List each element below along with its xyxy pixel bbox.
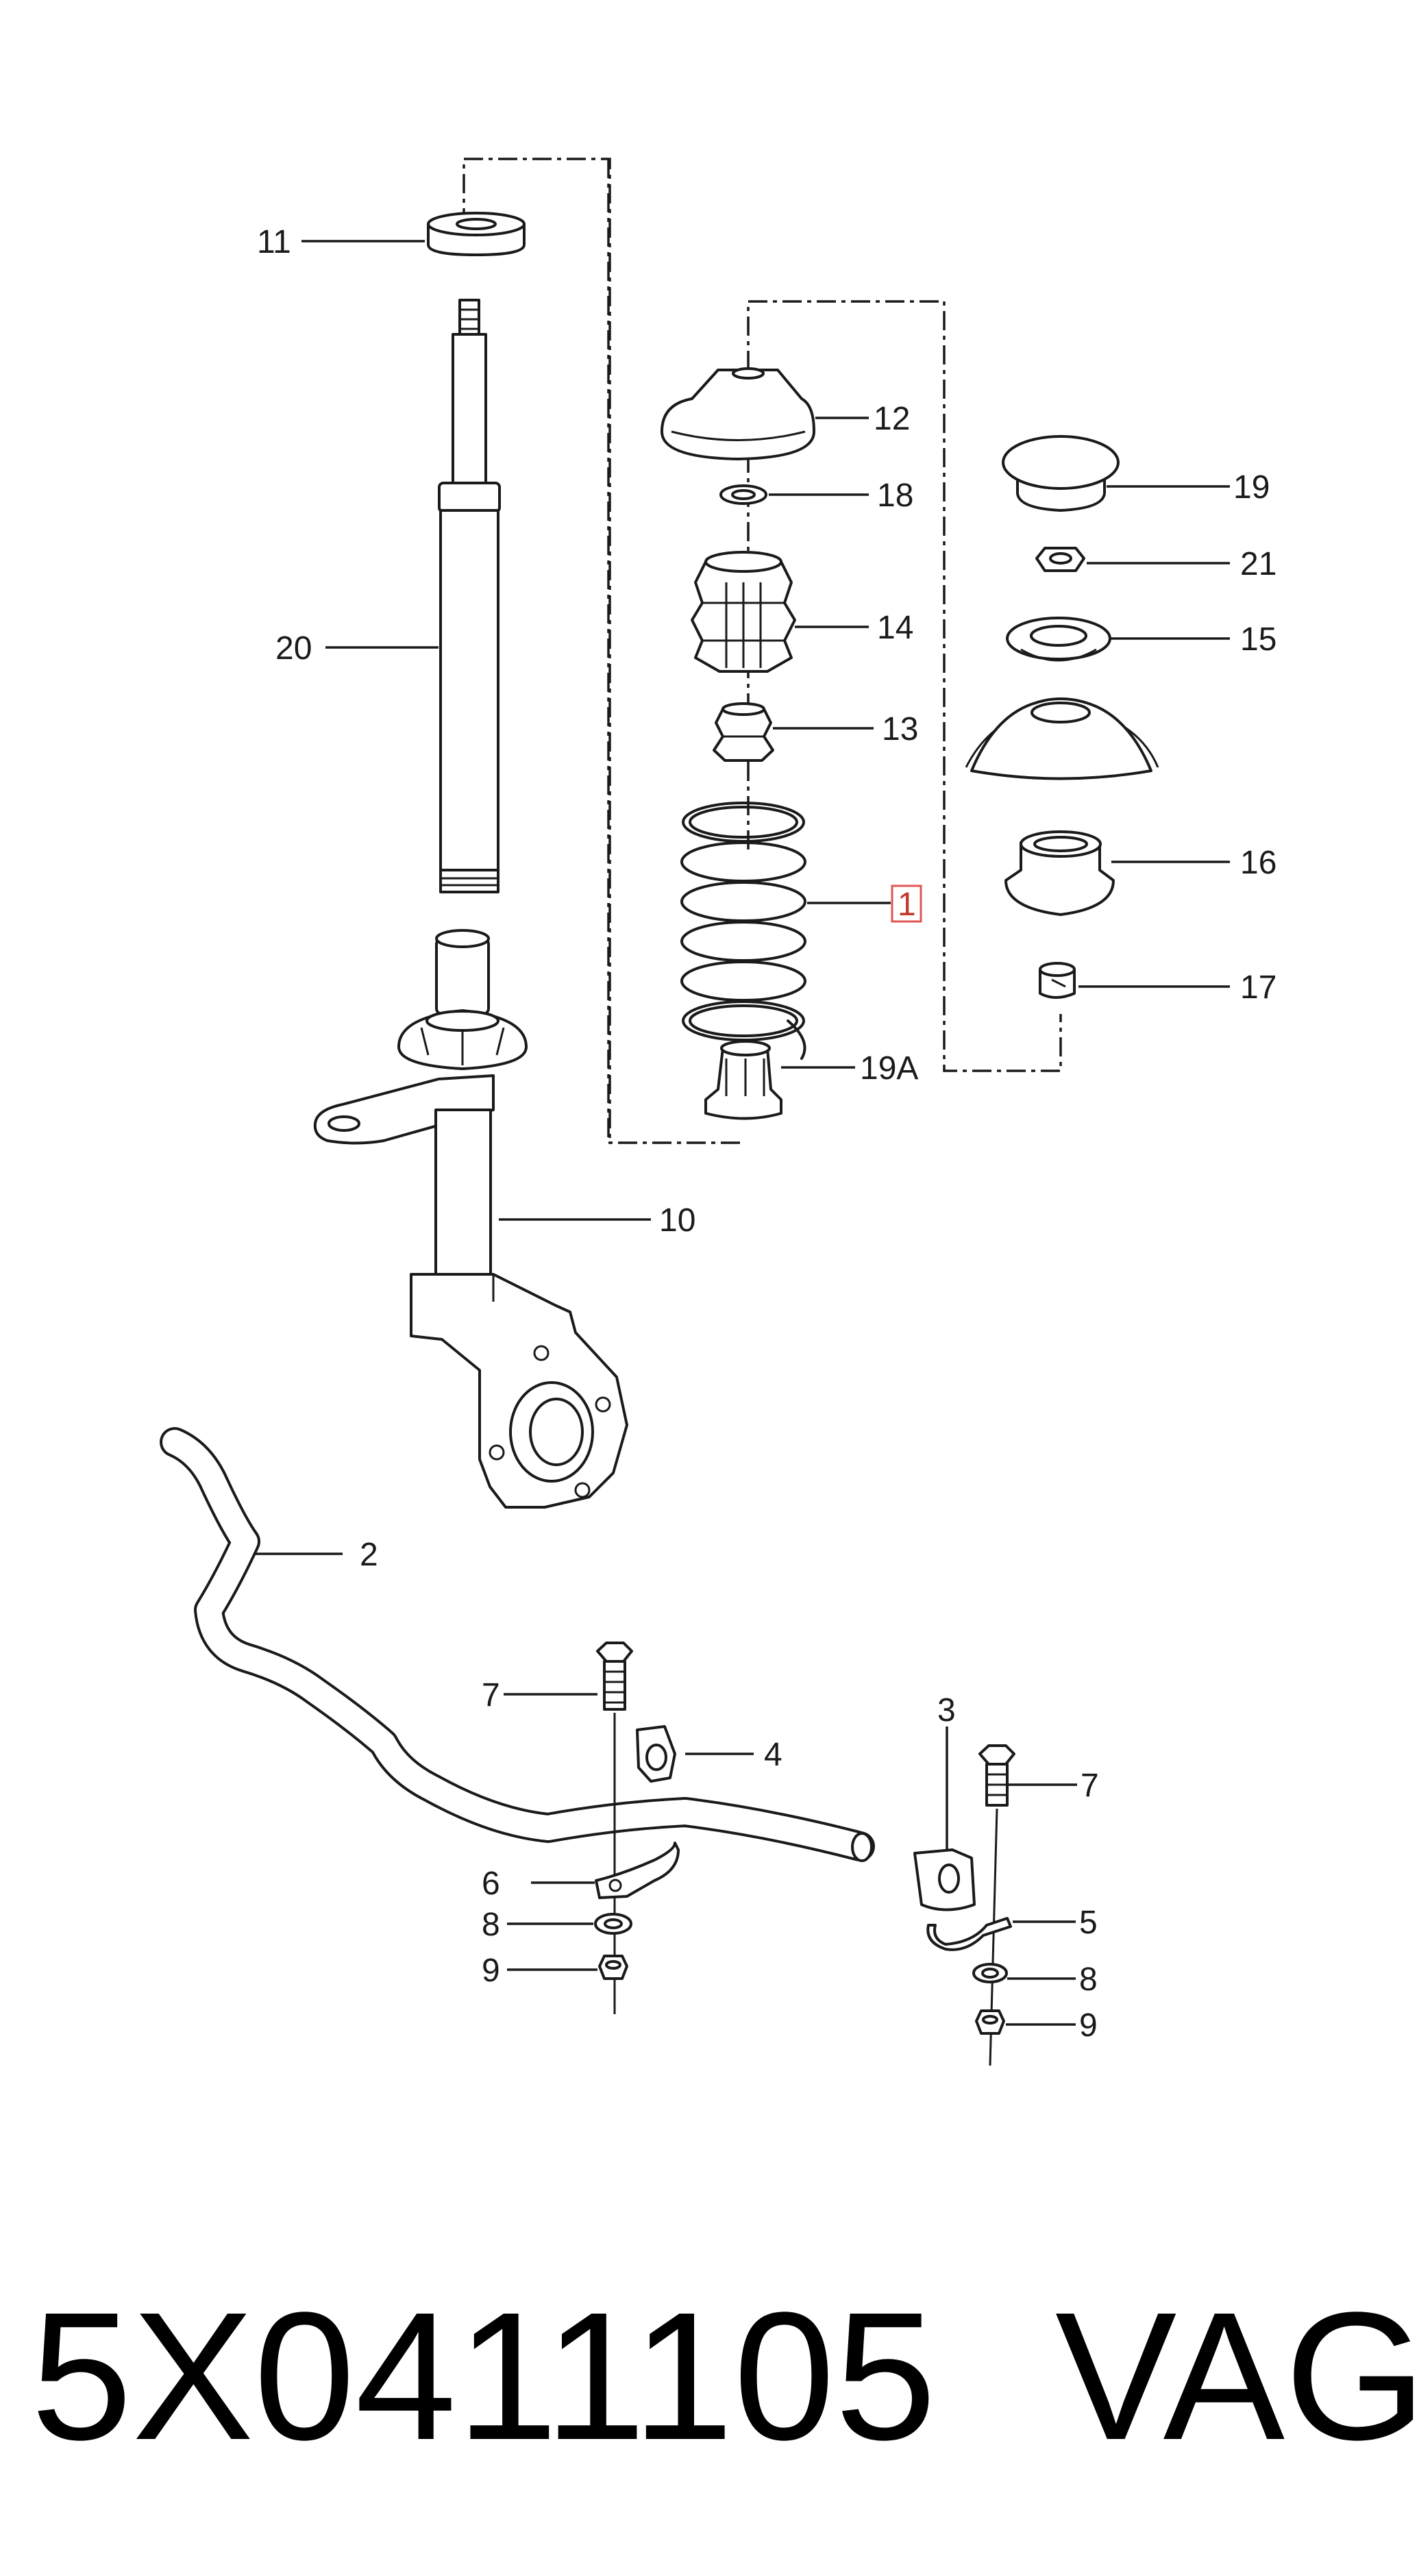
- part-19-cap: [1002, 435, 1120, 512]
- callout-18: 18: [877, 478, 913, 514]
- part-18-washer: [719, 484, 767, 505]
- callout-19: 19: [1233, 469, 1270, 506]
- callout-6: 6: [482, 1866, 500, 1902]
- part-21-nut: [1035, 547, 1085, 572]
- part-13-small-bump-stop: [713, 702, 774, 762]
- right-clamp-group: [913, 1744, 1015, 2066]
- part-12-strut-mount: [661, 367, 815, 460]
- part-14-bump-stop: [691, 551, 796, 673]
- callout-5: 5: [1079, 1905, 1098, 1941]
- part-number: 5X0411105: [31, 2275, 936, 2478]
- callout-2: 2: [360, 1537, 378, 1573]
- callout-7-right: 7: [1081, 1768, 1099, 1804]
- callout-19a: 19A: [860, 1050, 918, 1087]
- part-11-washer: [427, 212, 526, 256]
- callout-12: 12: [874, 401, 910, 437]
- part-16-mount-bearing: [965, 697, 1159, 916]
- part-17-bushing: [1039, 962, 1076, 999]
- callout-4: 4: [764, 1737, 782, 1773]
- part-15-washer: [1006, 617, 1111, 662]
- callout-9-right: 9: [1079, 2007, 1098, 2044]
- left-clamp-group: [594, 1642, 680, 2014]
- part-10-strut-knuckle: [313, 929, 628, 1509]
- leader-lines: [254, 240, 1230, 2026]
- callout-21: 21: [1240, 546, 1276, 582]
- callout-17: 17: [1240, 969, 1276, 1006]
- callout-7-left: 7: [482, 1677, 500, 1713]
- footer: 5X0411105 VAG: [31, 2275, 1419, 2478]
- callout-9-left: 9: [482, 1953, 500, 1989]
- callout-13: 13: [882, 711, 918, 747]
- callout-20: 20: [275, 630, 312, 667]
- part-2-stabilizer-bar: [160, 1427, 875, 1862]
- callout-1: 1: [898, 887, 916, 923]
- callout-14: 14: [877, 610, 913, 646]
- callout-8-left: 8: [482, 1907, 500, 1943]
- callout-3: 3: [937, 1692, 956, 1729]
- callout-1-highlight-box: [891, 884, 922, 923]
- brand-name: VAG: [1055, 2275, 1419, 2478]
- callout-11: 11: [257, 224, 291, 260]
- part-19a-spring-seat: [704, 1040, 782, 1120]
- callout-8-right: 8: [1079, 1961, 1098, 1998]
- callout-15: 15: [1240, 621, 1276, 658]
- part-20-shock-absorber: [438, 299, 501, 893]
- callout-10: 10: [659, 1202, 695, 1239]
- callout-16: 16: [1240, 845, 1276, 881]
- part-1-coil-spring: [680, 802, 806, 1060]
- callout-labels: 11 20 10 12 18 14 13 1 19A 19 21 15 16 1…: [257, 224, 1276, 2044]
